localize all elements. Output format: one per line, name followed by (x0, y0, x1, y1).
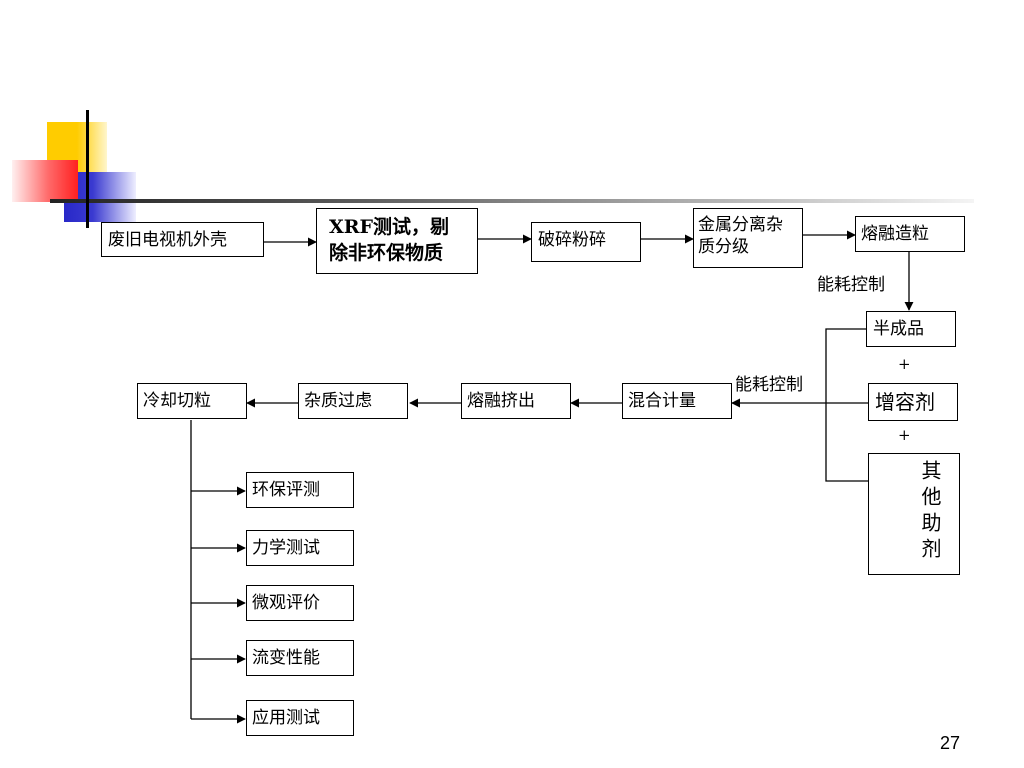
merge-bracket (825, 328, 868, 482)
step-melt-extrusion: 熔融挤出 (461, 383, 571, 419)
label-plus-2: + (898, 426, 911, 444)
step-semi-product: 半成品 (866, 311, 956, 347)
test-box: 流变性能 (246, 640, 354, 676)
decor-vertical-line (86, 110, 89, 228)
step-cool-cut: 冷却切粒 (137, 383, 247, 419)
step-crushing: 破碎粉碎 (531, 222, 641, 262)
step-mix-metering: 混合计量 (622, 383, 732, 419)
step-xrf-test: XRF测试，剔除非环保物质 (316, 208, 478, 274)
label-energy-control-top: 能耗控制 (817, 275, 885, 295)
step-melt-granulation: 熔融造粒 (855, 216, 965, 252)
test-box: 环保评测 (246, 472, 354, 508)
title-underline (50, 199, 974, 203)
step-other-additives-label: 其他助剂 (918, 460, 942, 564)
step-other-additives: 其他助剂 (868, 453, 960, 575)
test-box: 力学测试 (246, 530, 354, 566)
step-metal-separation: 金属分离杂质分级 (693, 208, 803, 268)
decor-red-square (12, 160, 78, 202)
step-tv-housing: 废旧电视机外壳 (101, 222, 264, 257)
step-compatibilizer: 增容剂 (868, 383, 958, 421)
test-box: 应用测试 (246, 700, 354, 736)
test-box: 微观评价 (246, 585, 354, 621)
page-number: 27 (940, 733, 961, 753)
step-impurity-filter: 杂质过虑 (298, 383, 408, 419)
label-plus-1: + (898, 355, 911, 373)
label-energy-control-middle: 能耗控制 (735, 375, 803, 395)
